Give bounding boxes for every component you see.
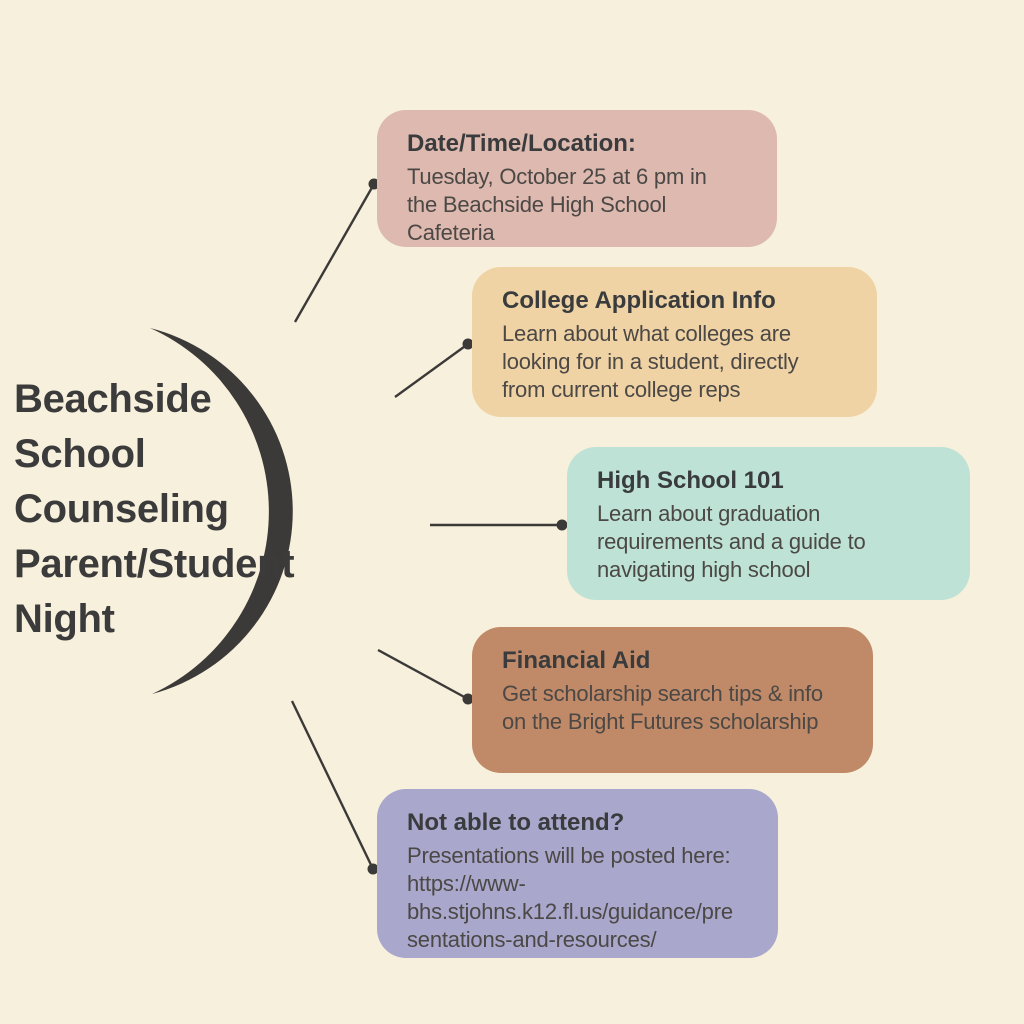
card-body: Learn about graduation requirements and … xyxy=(597,501,872,583)
connector-line xyxy=(377,648,469,701)
connector-high-school-101 xyxy=(430,519,568,531)
card-heading: High School 101 xyxy=(597,467,784,494)
page-title-line: Counseling xyxy=(14,487,229,531)
card-high-school-101: High School 101 Learn about graduation r… xyxy=(567,447,970,600)
connector-line xyxy=(290,700,375,870)
card-heading: College Application Info xyxy=(502,287,776,314)
card-body: Presentations will be posted here: https… xyxy=(407,843,743,953)
card-heading: Not able to attend? xyxy=(407,809,625,836)
connector-date-time-location xyxy=(293,178,380,323)
card-date-time-location: Date/Time/Location: Tuesday, October 25 … xyxy=(377,110,777,247)
card-financial-aid: Financial Aid Get scholarship search tip… xyxy=(472,627,873,773)
page-title-line: Parent/Student xyxy=(14,542,295,586)
page-title: Beachside School Counseling Parent/Stude… xyxy=(14,372,384,647)
connector-dot xyxy=(556,519,568,531)
page-title-line: Night xyxy=(14,597,115,641)
connector-dot xyxy=(462,338,474,350)
connector-not-able-to-attend xyxy=(290,700,379,875)
connector-college-application-info xyxy=(394,338,474,398)
card-body: Tuesday, October 25 at 6 pm in the Beach… xyxy=(407,164,713,246)
connector-line xyxy=(394,343,469,398)
card-body: Get scholarship search tips & info on th… xyxy=(502,681,829,735)
connector-dot xyxy=(367,863,379,875)
crescent-moon-icon xyxy=(150,328,293,694)
connector-dot xyxy=(462,693,474,705)
card-body: Learn about what colleges are looking fo… xyxy=(502,321,805,403)
card-heading: Date/Time/Location: xyxy=(407,130,636,157)
connector-line xyxy=(293,183,376,323)
card-college-application-info: College Application Info Learn about wha… xyxy=(472,267,877,417)
card-not-able-to-attend: Not able to attend? Presentations will b… xyxy=(377,789,778,958)
card-heading: Financial Aid xyxy=(502,647,651,674)
connector-dot xyxy=(368,178,380,190)
page-title-line: Beachside xyxy=(14,377,212,421)
connector-financial-aid xyxy=(377,648,474,705)
page-title-line: School xyxy=(14,432,146,476)
